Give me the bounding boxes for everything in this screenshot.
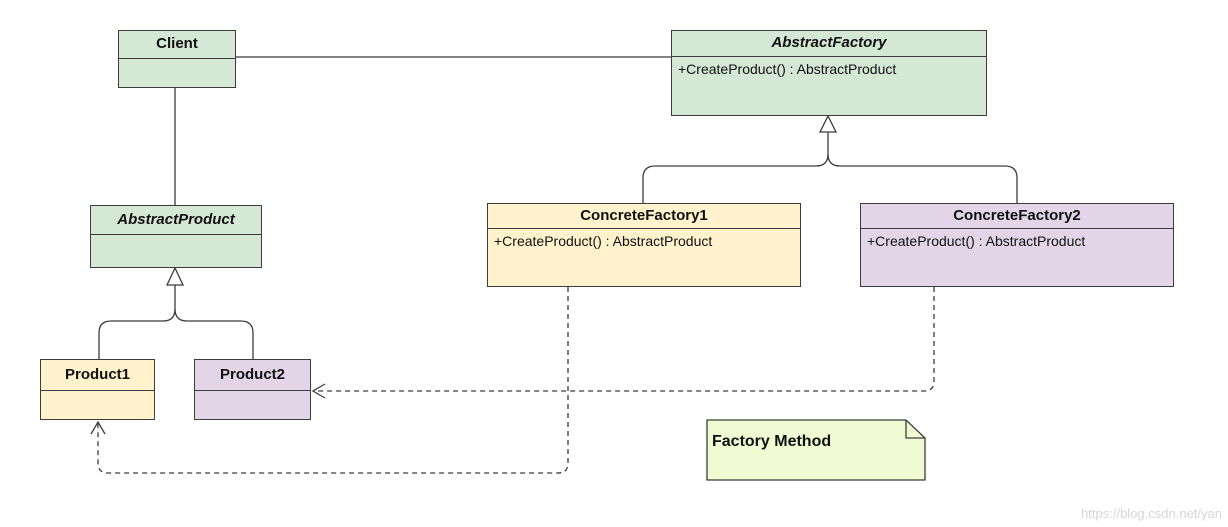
inheritance-product1	[98, 285, 176, 359]
class-concrete-factory1-method: +CreateProduct() : AbstractProduct	[494, 233, 713, 249]
class-concrete-factory2-method: +CreateProduct() : AbstractProduct	[867, 233, 1086, 249]
class-product1: Product1	[40, 359, 155, 420]
class-abstract-factory-method: +CreateProduct() : AbstractProduct	[678, 61, 897, 77]
class-abstract-product: AbstractProduct	[90, 205, 262, 268]
class-concrete-factory2-name: ConcreteFactory2	[861, 204, 1173, 229]
class-abstract-factory-name: AbstractFactory	[672, 31, 986, 57]
class-product2-name: Product2	[195, 360, 310, 391]
class-abstract-product-name: AbstractProduct	[91, 206, 261, 235]
inheritance-arrowhead-abstractfactory	[818, 114, 838, 133]
note-fold	[905, 420, 925, 439]
inheritance-product2	[174, 308, 254, 359]
note-shape	[706, 419, 926, 481]
dependency-concretefactory1-product1	[97, 287, 569, 474]
class-product2: Product2	[194, 359, 311, 420]
class-concrete-factory1: ConcreteFactory1 +CreateProduct() : Abst…	[487, 203, 801, 287]
dependency-arrowhead-product2	[311, 383, 326, 399]
dependency-concretefactory2-product2	[313, 287, 935, 392]
class-client: Client	[118, 30, 236, 88]
note-label: Factory Method	[712, 433, 832, 450]
dependency-arrowhead-product1	[90, 420, 106, 435]
class-concrete-factory2: ConcreteFactory2 +CreateProduct() : Abst…	[860, 203, 1174, 287]
watermark: https://blog.csdn.net/yan	[1081, 506, 1222, 521]
inheritance-concretefactory2	[827, 153, 1018, 203]
inheritance-concretefactory1	[642, 132, 829, 203]
class-client-name: Client	[119, 31, 235, 59]
inheritance-arrowhead-abstractproduct	[165, 266, 185, 286]
class-product1-name: Product1	[41, 360, 154, 391]
class-abstract-factory: AbstractFactory +CreateProduct() : Abstr…	[671, 30, 987, 116]
class-concrete-factory1-name: ConcreteFactory1	[488, 204, 800, 229]
